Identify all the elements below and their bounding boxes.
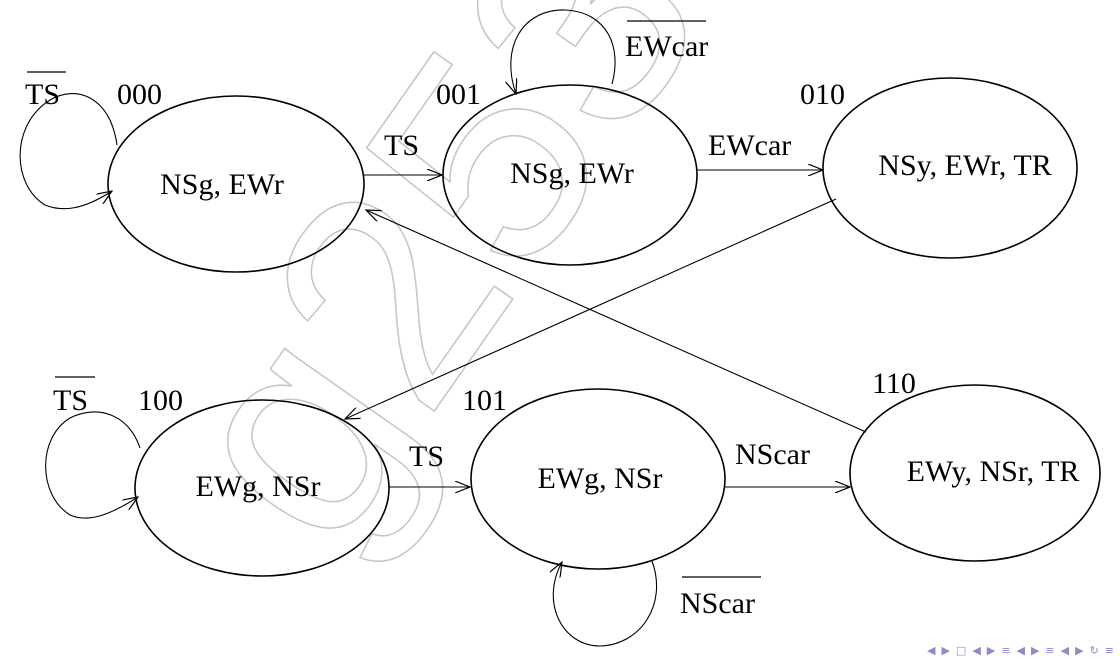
- state-010: NSy, EWr, TR 010: [800, 77, 1078, 259]
- state-label: EWg, NSr: [538, 462, 663, 495]
- state-code: 000: [117, 78, 162, 111]
- state-101: EWg, NSr 101: [462, 384, 726, 570]
- beamer-navigation-bar[interactable]: ◀ ▶ □ ◀ ▶ ≡ ◀ ▶ ≡ ◀ ▶ ↻ ≡: [927, 641, 1114, 659]
- nav-left-icon[interactable]: ◀: [1060, 643, 1070, 657]
- edge-label: TS: [409, 440, 444, 473]
- menu-icon[interactable]: ≡: [1104, 643, 1114, 657]
- edge-100-to-101: TS: [389, 440, 470, 487]
- self-loop-100: TS: [45, 376, 141, 519]
- edge-label: EWcar: [625, 30, 708, 63]
- nav-left-icon[interactable]: ◀: [1016, 643, 1025, 657]
- edge-010-to-100: [345, 198, 837, 419]
- edge-000-to-001: TS: [364, 129, 442, 175]
- self-loop-001: EWcar: [511, 9, 708, 94]
- edge-label: TS: [53, 384, 88, 417]
- state-code: 100: [138, 384, 183, 417]
- edge-label: NScar: [680, 587, 755, 620]
- state-label: NSg, EWr: [160, 168, 284, 201]
- nav-left-icon[interactable]: ◀: [926, 643, 936, 657]
- state-code: 001: [436, 78, 481, 111]
- edge-001-to-010: EWcar: [697, 129, 823, 170]
- frame-icon[interactable]: □: [955, 643, 967, 657]
- state-label: EWg, NSr: [196, 470, 321, 503]
- state-label: EWy, NSr, TR: [907, 455, 1080, 488]
- state-code: 101: [462, 384, 507, 417]
- nav-right-icon[interactable]: ▶: [941, 643, 950, 657]
- subsection-icon[interactable]: ≡: [1045, 643, 1055, 657]
- state-000: NSg, EWr 000: [107, 78, 365, 273]
- state-code: 110: [872, 367, 916, 400]
- section-icon[interactable]: ≡: [1001, 643, 1011, 657]
- state-001: NSg, EWr 001: [436, 78, 698, 266]
- edge-label: NScar: [735, 438, 810, 471]
- edge-label: EWcar: [708, 129, 791, 162]
- edge-label: TS: [25, 78, 60, 111]
- state-code: 010: [800, 78, 845, 111]
- nav-right-icon[interactable]: ▶: [1030, 643, 1040, 657]
- state-110: EWy, NSr, TR 110: [849, 367, 1101, 562]
- nav-right-icon[interactable]: ▶: [986, 643, 996, 657]
- edge-label: TS: [384, 129, 419, 162]
- nav-right-icon[interactable]: ▶: [1075, 643, 1084, 657]
- state-label: NSy, EWr, TR: [878, 149, 1051, 182]
- state-100: EWg, NSr 100: [134, 384, 390, 577]
- edge-110-to-000: [366, 210, 867, 433]
- self-loop-101: NScar: [553, 561, 761, 647]
- nav-left-icon[interactable]: ◀: [972, 643, 981, 657]
- search-icon[interactable]: ↻: [1089, 643, 1099, 657]
- edge-101-to-110: NScar: [725, 438, 850, 487]
- self-loop-000: TS: [19, 71, 118, 210]
- state-label: NSg, EWr: [510, 157, 634, 190]
